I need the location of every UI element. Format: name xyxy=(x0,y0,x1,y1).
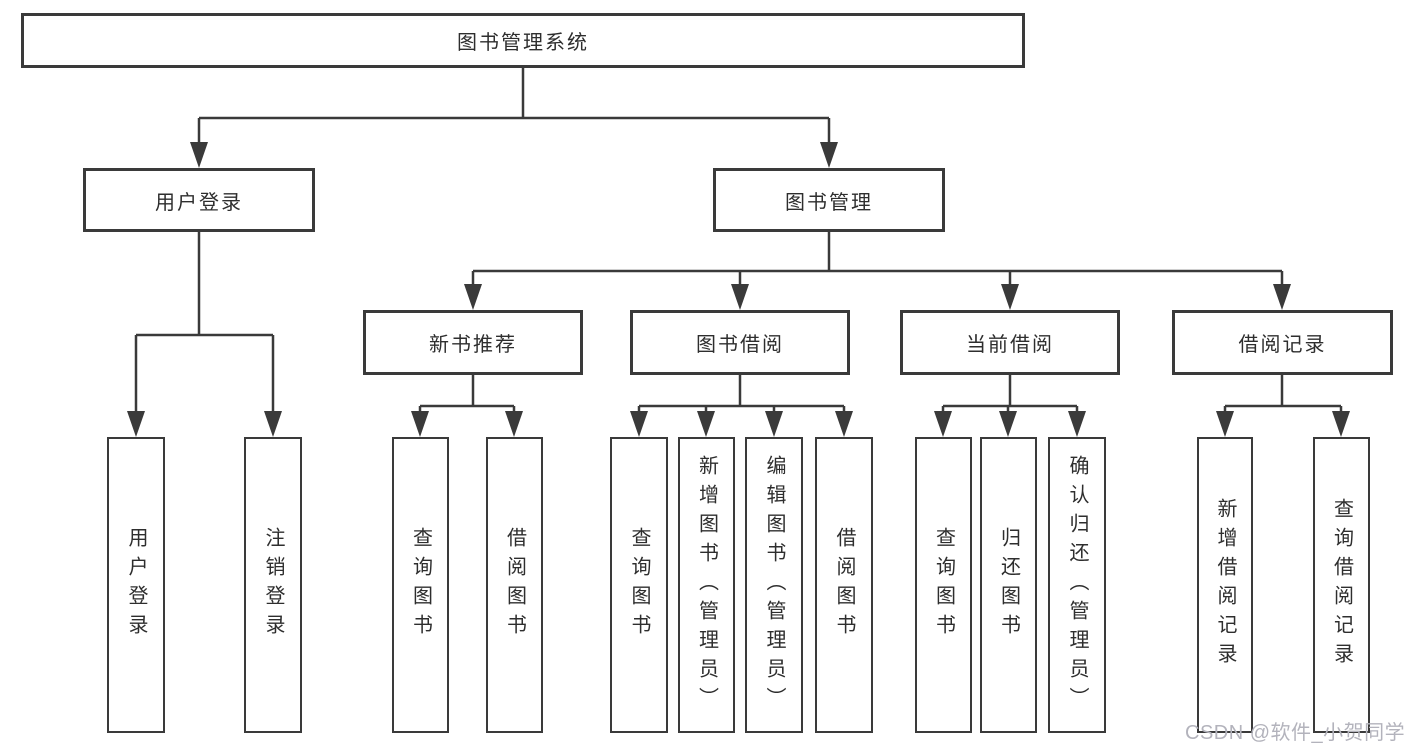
csdn-watermark: CSDN @软件_小贺同学 xyxy=(1185,722,1405,744)
node-book-management: 图书管理 xyxy=(713,168,945,232)
leaf-confirm-return-admin: 确认归还（管理员） xyxy=(1048,437,1106,733)
leaf-query-books-3: 查询图书 xyxy=(915,437,972,733)
leaf-add-borrow-record: 新增借阅记录 xyxy=(1197,437,1253,733)
node-new-book-recommend: 新书推荐 xyxy=(363,310,583,375)
leaf-logout: 注销登录 xyxy=(244,437,302,733)
node-library-system: 图书管理系统 xyxy=(21,13,1025,68)
leaf-borrow-books-1: 借阅图书 xyxy=(486,437,543,733)
leaf-query-books-2: 查询图书 xyxy=(610,437,668,733)
node-user-login: 用户登录 xyxy=(83,168,315,232)
node-book-borrowing: 图书借阅 xyxy=(630,310,850,375)
leaf-query-books-1: 查询图书 xyxy=(392,437,449,733)
leaf-return-book: 归还图书 xyxy=(980,437,1037,733)
leaf-borrow-books-2: 借阅图书 xyxy=(815,437,873,733)
node-borrow-records: 借阅记录 xyxy=(1172,310,1393,375)
leaf-query-borrow-record: 查询借阅记录 xyxy=(1313,437,1370,733)
node-current-borrowing: 当前借阅 xyxy=(900,310,1120,375)
leaf-edit-book-admin: 编辑图书（管理员） xyxy=(745,437,803,733)
leaf-add-book-admin: 新增图书（管理员） xyxy=(678,437,735,733)
leaf-user-login: 用户登录 xyxy=(107,437,165,733)
